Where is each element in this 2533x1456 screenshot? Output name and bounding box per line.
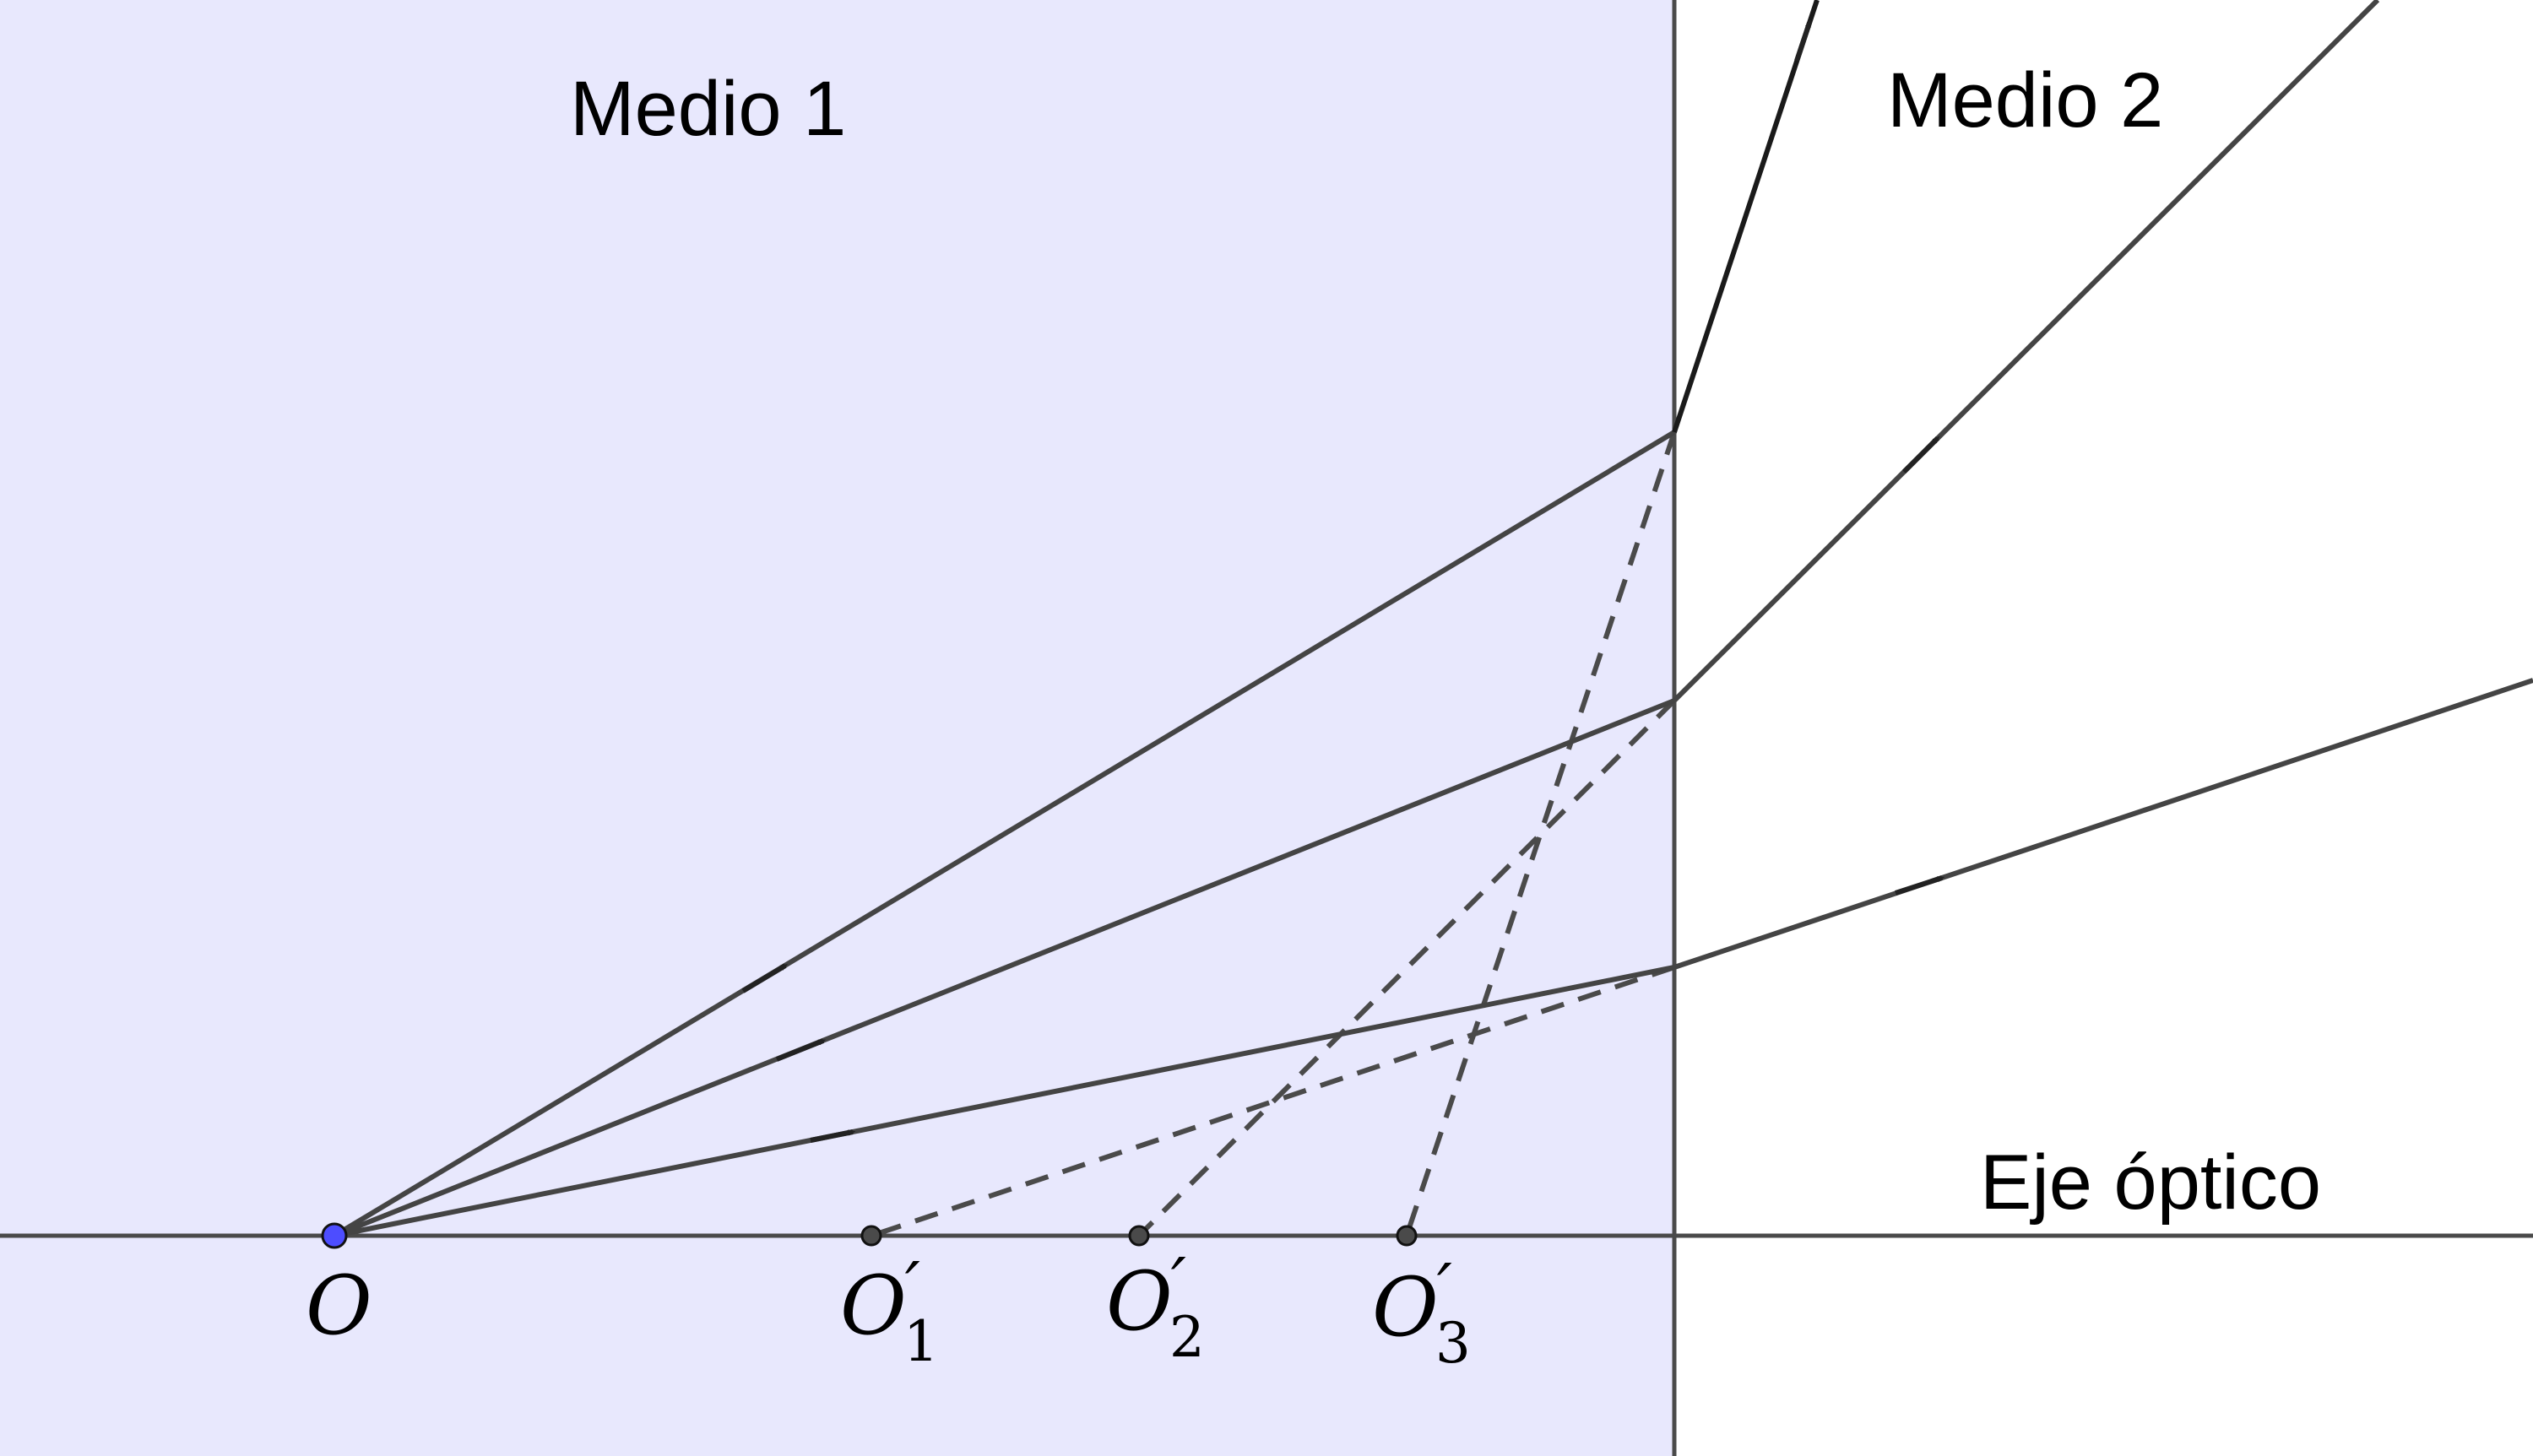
image-1-subscript: 1 (903, 1309, 939, 1374)
virtual-image-construction-lines (871, 431, 1677, 1238)
arrow-incident-lower (810, 1129, 856, 1143)
image-point-O3 (1396, 1225, 1418, 1247)
medium-1-label: Medio 1 (570, 66, 846, 152)
construction-line-1 (871, 965, 1675, 1238)
image-2-label: O ′ 2 (1106, 1243, 1205, 1370)
image-point-O2 (1128, 1225, 1150, 1247)
image-3-letter: O (1372, 1260, 1439, 1355)
optical-axis-label: Eje óptico (1980, 1139, 2321, 1226)
source-label: O (306, 1258, 372, 1353)
arrow-refracted-upper (1794, 19, 1812, 62)
incident-ray-middle (333, 698, 1676, 1238)
arrow-incident-upper (741, 963, 789, 993)
image-2-subscript: 2 (1169, 1305, 1205, 1370)
refracted-ray-lower (1673, 678, 2533, 970)
arrow-incident-middle (775, 1038, 827, 1062)
incident-ray-upper (333, 430, 1676, 1238)
image-1-prime: ′ (905, 1248, 920, 1326)
construction-line-2 (1136, 698, 1677, 1238)
image-point-O1 (860, 1225, 882, 1247)
direction-arrows (741, 19, 1945, 1143)
image-1-letter: O (840, 1258, 907, 1353)
incident-ray-lower (334, 965, 1675, 1238)
image-3-subscript: 3 (1435, 1311, 1471, 1376)
image-2-prime: ′ (1171, 1243, 1186, 1322)
refracted-ray-upper (1672, 0, 1820, 433)
arrow-refracted-lower (1895, 875, 1945, 896)
refracted-rays (1672, 0, 2533, 970)
image-3-label: O ′ 3 (1372, 1249, 1471, 1376)
incident-rays (333, 430, 1676, 1238)
arrow-refracted-middle (1901, 436, 1940, 474)
medium-2-label: Medio 2 (1887, 57, 2163, 143)
construction-line-3 (1404, 431, 1677, 1237)
image-1-label: O ′ 1 (840, 1248, 939, 1374)
image-3-prime: ′ (1437, 1249, 1452, 1328)
refracted-ray-middle (1672, 0, 2380, 703)
image-2-letter: O (1106, 1254, 1173, 1349)
source-point-O (321, 1222, 348, 1249)
medium-1-region (0, 0, 1674, 1456)
source-label-letter: O (306, 1258, 372, 1353)
